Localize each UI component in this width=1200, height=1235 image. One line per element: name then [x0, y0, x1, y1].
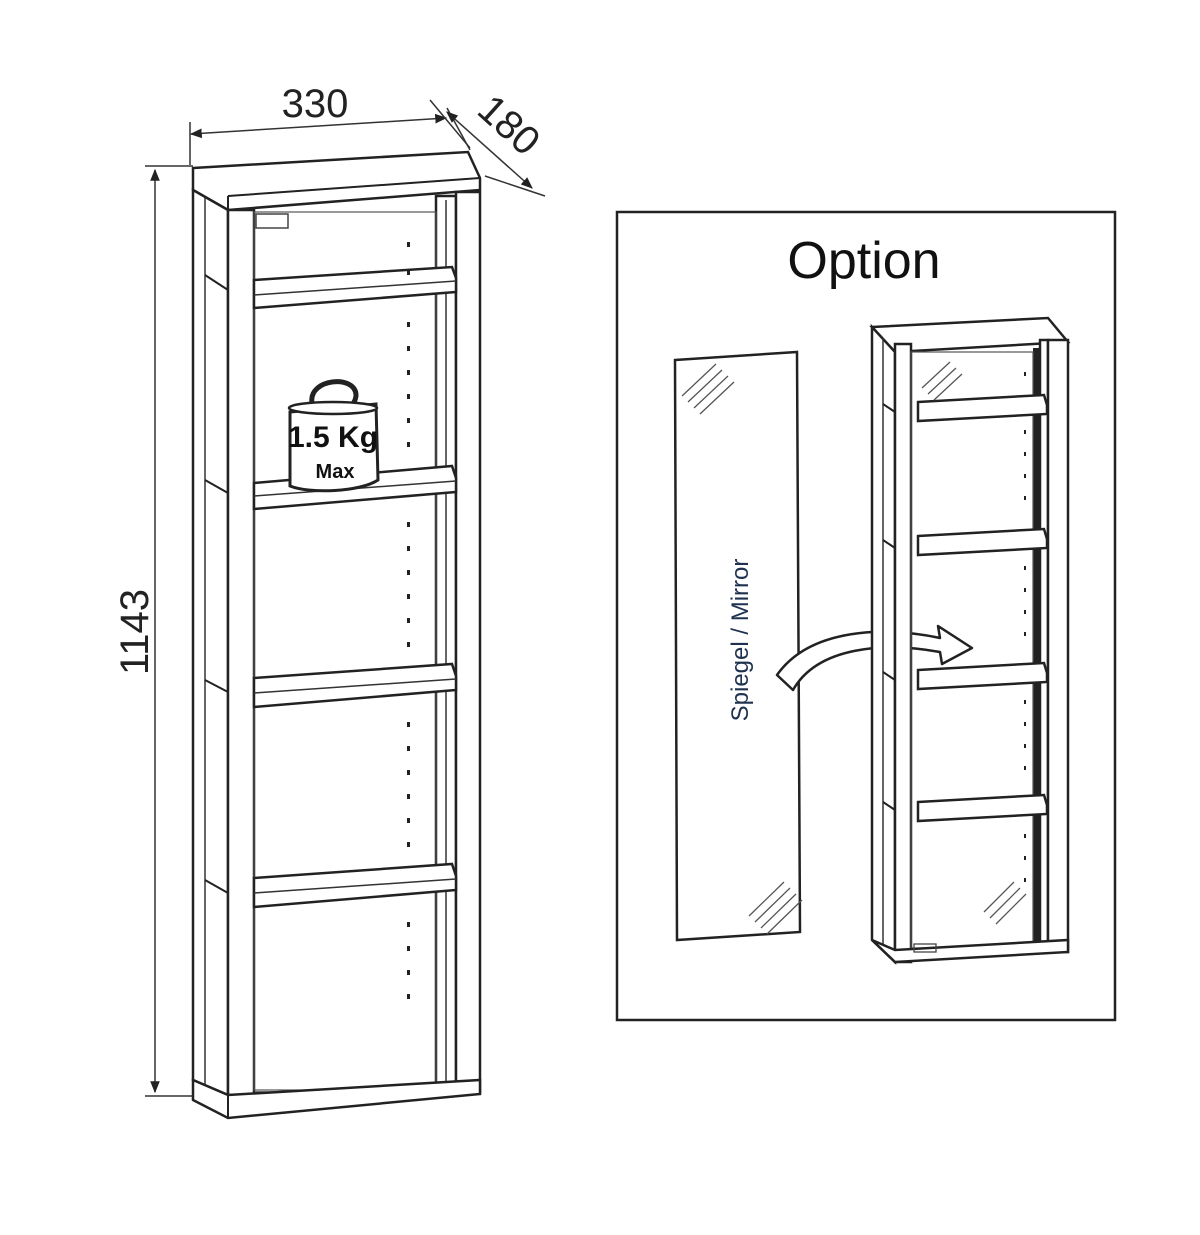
- weight-icon: 1.5 Kg Max: [287, 379, 380, 493]
- width-label: 330: [282, 82, 349, 126]
- dimension-height: 1143: [113, 165, 193, 1097]
- height-label: 1143: [113, 589, 157, 675]
- mirror-panel: Spiegel / Mirror: [673, 350, 803, 942]
- shelf-holes: [407, 242, 410, 999]
- curved-arrow-icon: [775, 624, 974, 692]
- option-title: Option: [787, 232, 940, 290]
- weight-limit-label: Max: [316, 461, 355, 483]
- main-cabinet: [191, 150, 482, 1120]
- depth-label: 180: [469, 87, 548, 164]
- small-cabinet: [869, 316, 1071, 965]
- option-box: Option Spiegel / Mirror: [615, 210, 1117, 1022]
- dimension-width: 330: [189, 82, 471, 165]
- weight-limit-value: 1.5 Kg: [288, 421, 378, 454]
- mirror-label: Spiegel / Mirror: [727, 559, 754, 722]
